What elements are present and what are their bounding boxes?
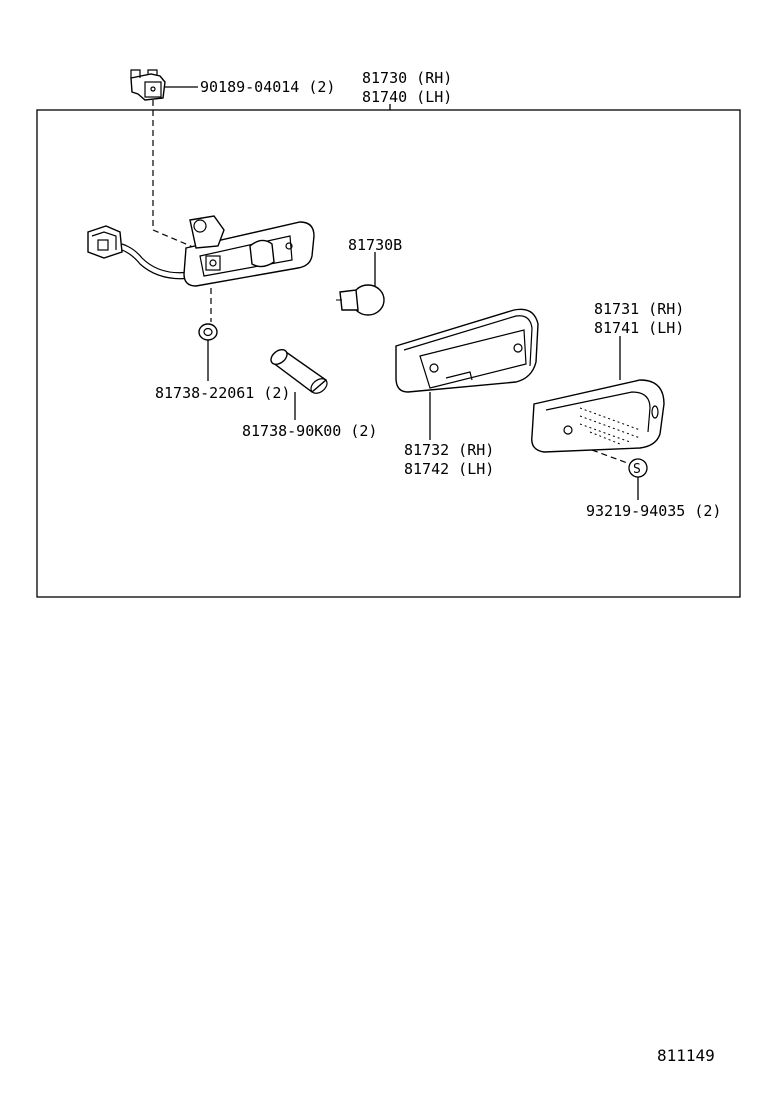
bulb-part: [336, 284, 385, 316]
spacer-part: [270, 349, 328, 394]
spacer-label: 81738-90K00 (2): [242, 422, 377, 440]
lens-lh-label: 81741 (LH): [594, 319, 684, 337]
clip-dashed-path: [152, 100, 201, 251]
diagram-id: 811149: [657, 1046, 715, 1065]
housing-rh-label: 81732 (RH): [404, 441, 494, 459]
lens-rh-label: 81731 (RH): [594, 300, 684, 318]
housing-lh-label: 81742 (LH): [404, 460, 494, 478]
screw-symbol: S: [633, 462, 641, 477]
assembly-rh-label: 81730 (RH): [362, 69, 452, 87]
socket-harness-part: [87, 215, 315, 287]
grommet-label: 81738-22061 (2): [155, 384, 290, 402]
grommet-part: [198, 323, 218, 341]
screw-label: 93219-94035 (2): [586, 502, 721, 520]
clip-label: 90189-04014 (2): [200, 78, 335, 96]
housing-part: [395, 308, 539, 393]
assembly-frame: [36, 109, 741, 598]
bulb-label: 81730B: [348, 236, 402, 254]
clip-part: [130, 69, 166, 101]
assembly-lh-label: 81740 (LH): [362, 88, 452, 106]
screw-dashed-path: [591, 449, 631, 465]
lens-part: [531, 379, 665, 453]
